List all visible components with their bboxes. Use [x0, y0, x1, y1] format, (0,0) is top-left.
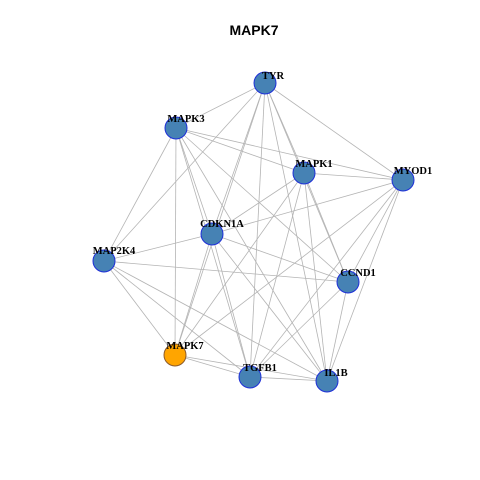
edge-map2k4-il1b — [103, 260, 328, 382]
diagram-title: MAPK7 — [229, 22, 278, 38]
node-label-map2k4: MAP2K4 — [93, 246, 136, 257]
node-ccnd1[interactable] — [336, 270, 360, 294]
node-cdkn1a[interactable] — [200, 222, 224, 246]
edge-mapk1-ccnd1 — [303, 172, 349, 283]
node-tyr[interactable] — [253, 71, 277, 95]
edge-tyr-mapk7 — [174, 82, 266, 356]
edge-mapk3-map2k4 — [103, 127, 177, 262]
edge-mapk1-cdkn1a — [211, 172, 305, 235]
edge-myod1-il1b — [326, 179, 404, 382]
node-tgfb1[interactable] — [238, 365, 262, 389]
node-il1b[interactable] — [315, 369, 339, 393]
edge-mapk1-myod1 — [303, 172, 404, 181]
node-map2k4[interactable] — [92, 249, 116, 273]
edge-tyr-map2k4 — [103, 82, 266, 262]
node-label-tyr: TYR — [262, 71, 285, 82]
edge-cdkn1a-tgfb1 — [211, 233, 251, 378]
edge-mapk3-cdkn1a — [175, 127, 213, 235]
edge-cdkn1a-ccnd1 — [211, 233, 349, 283]
node-layer — [92, 71, 415, 393]
node-label-mapk1: MAPK1 — [295, 159, 332, 170]
edge-map2k4-tgfb1 — [103, 260, 251, 378]
edge-mapk1-il1b — [303, 172, 328, 382]
edge-tyr-il1b — [264, 82, 328, 382]
edge-tyr-myod1 — [264, 82, 404, 181]
edge-mapk3-mapk7 — [174, 127, 177, 356]
edge-cdkn1a-mapk7 — [174, 233, 213, 356]
edge-mapk3-il1b — [175, 127, 328, 382]
edge-ccnd1-tgfb1 — [249, 281, 349, 378]
node-label-ccnd1: CCND1 — [340, 268, 376, 279]
edge-cdkn1a-map2k4 — [103, 233, 213, 262]
node-label-myod1: MYOD1 — [394, 166, 433, 177]
edge-tyr-mapk3 — [175, 82, 266, 129]
edge-tyr-cdkn1a — [211, 82, 266, 235]
edge-tgfb1-il1b — [249, 376, 328, 382]
edge-myod1-cdkn1a — [211, 179, 404, 235]
edge-cdkn1a-il1b — [211, 233, 328, 382]
edge-myod1-tgfb1 — [249, 179, 404, 378]
edge-layer — [103, 82, 404, 382]
node-label-cdkn1a: CDKN1A — [200, 219, 244, 230]
node-label-il1b: IL1B — [324, 368, 347, 379]
edge-map2k4-ccnd1 — [103, 260, 349, 283]
node-label-mapk7: MAPK7 — [166, 341, 203, 352]
edge-mapk1-tgfb1 — [249, 172, 305, 378]
edge-map2k4-mapk7 — [103, 260, 176, 356]
node-myod1[interactable] — [391, 168, 415, 192]
edge-mapk3-tgfb1 — [175, 127, 251, 378]
edge-tyr-tgfb1 — [249, 82, 266, 378]
node-label-mapk3: MAPK3 — [167, 114, 204, 125]
edge-ccnd1-il1b — [326, 281, 349, 382]
edge-myod1-ccnd1 — [347, 179, 404, 283]
edge-mapk1-mapk7 — [174, 172, 305, 356]
node-mapk3[interactable] — [164, 116, 188, 140]
edge-myod1-mapk7 — [174, 179, 404, 356]
edge-mapk3-mapk1 — [175, 127, 305, 174]
edge-mapk3-ccnd1 — [175, 127, 349, 283]
edge-mapk3-myod1 — [175, 127, 404, 181]
edge-mapk7-tgfb1 — [174, 354, 251, 378]
node-mapk7[interactable] — [163, 343, 187, 367]
node-label-tgfb1: TGFB1 — [243, 363, 277, 374]
node-mapk1[interactable] — [292, 161, 316, 185]
